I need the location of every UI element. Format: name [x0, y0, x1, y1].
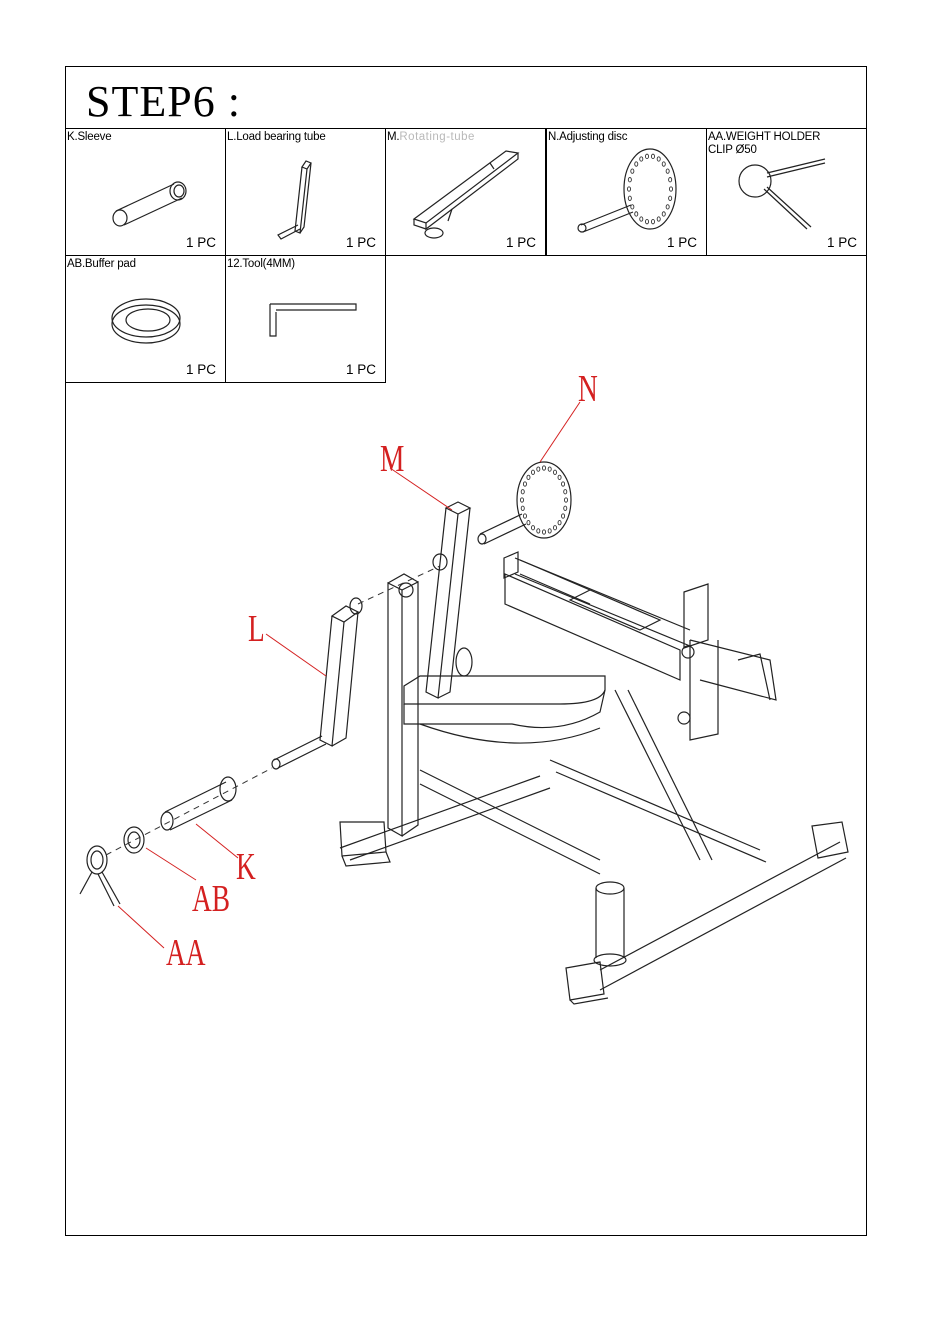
disc-hole: [520, 498, 523, 502]
disc-hole: [564, 498, 567, 502]
disc-hole: [531, 526, 534, 530]
disc-hole: [548, 529, 551, 533]
part-k-sleeve: [161, 777, 236, 830]
disc-hole: [553, 526, 556, 530]
disc-hole: [562, 514, 565, 518]
part-aa-weight-clip: [80, 846, 120, 906]
callout-ab: AB: [192, 880, 230, 918]
callout-aa: AA: [166, 934, 206, 972]
disc-hole: [548, 467, 551, 471]
part-n-adjusting-disc: [478, 462, 571, 544]
disc-hole: [527, 475, 530, 479]
callout-l: L: [248, 610, 265, 648]
disc-hole: [527, 520, 530, 524]
disc-holes: [520, 466, 567, 534]
disc-hole: [542, 530, 545, 534]
disc-hole: [564, 506, 567, 510]
part-l-load-bearing-tube: [272, 598, 362, 769]
callout-k: K: [236, 848, 256, 886]
assembly-axes: [106, 566, 440, 855]
callout-m: M: [380, 440, 404, 478]
callout-n: N: [578, 370, 598, 408]
disc-hole: [523, 514, 526, 518]
disc-hole: [537, 529, 540, 533]
disc-hole: [521, 506, 524, 510]
disc-hole: [531, 470, 534, 474]
part-ab-buffer-pad: [124, 827, 144, 853]
disc-hole: [564, 490, 567, 494]
bench-frame: [340, 552, 848, 1004]
disc-hole: [537, 467, 540, 471]
disc-hole: [521, 490, 524, 494]
disc-hole: [553, 470, 556, 474]
disc-hole: [542, 466, 545, 470]
disc-hole: [523, 482, 526, 486]
disc-hole: [558, 520, 561, 524]
disc-hole: [562, 482, 565, 486]
disc-hole: [558, 475, 561, 479]
part-m-rotating-tube: [426, 502, 472, 698]
